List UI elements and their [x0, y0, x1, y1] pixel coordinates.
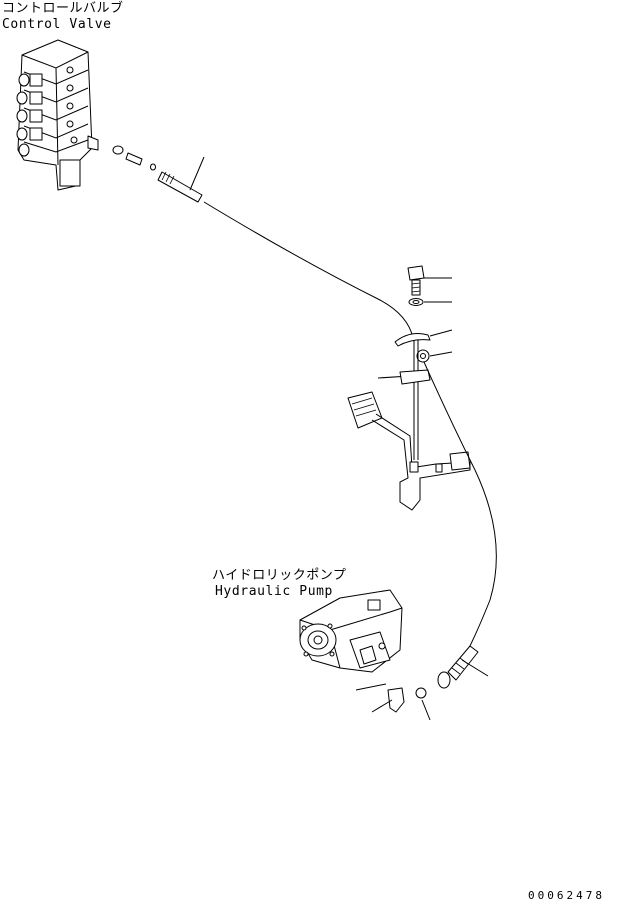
control-valve-drawing — [16, 39, 99, 191]
leader-hose-fitting — [189, 156, 205, 191]
control-valve-label-jp: コントロールバルブ — [2, 1, 124, 16]
drawing-number: 00062478 — [528, 889, 605, 902]
pedal-bracket — [347, 340, 471, 511]
leader-pump-washer — [421, 699, 431, 721]
pilot-hose-upper — [203, 201, 414, 339]
hydraulic-pump-label-en: Hydraulic Pump — [215, 584, 333, 599]
leader-pump-elbow — [371, 699, 393, 713]
pump-fittings — [387, 645, 479, 713]
leader-clamp — [429, 329, 453, 337]
leader-clip — [429, 351, 453, 357]
hydraulic-pump-label-jp: ハイドロリックポンプ — [212, 568, 347, 583]
clamp — [394, 333, 431, 347]
leader-pump-oring — [355, 683, 387, 691]
leader-pump-hose-end — [461, 659, 489, 677]
hydraulic-pump-drawing — [299, 589, 403, 673]
valve-fittings — [112, 145, 203, 203]
pilot-hose-lower — [423, 361, 497, 651]
control-valve-label-en: Control Valve — [2, 17, 112, 32]
bolt — [407, 265, 425, 296]
